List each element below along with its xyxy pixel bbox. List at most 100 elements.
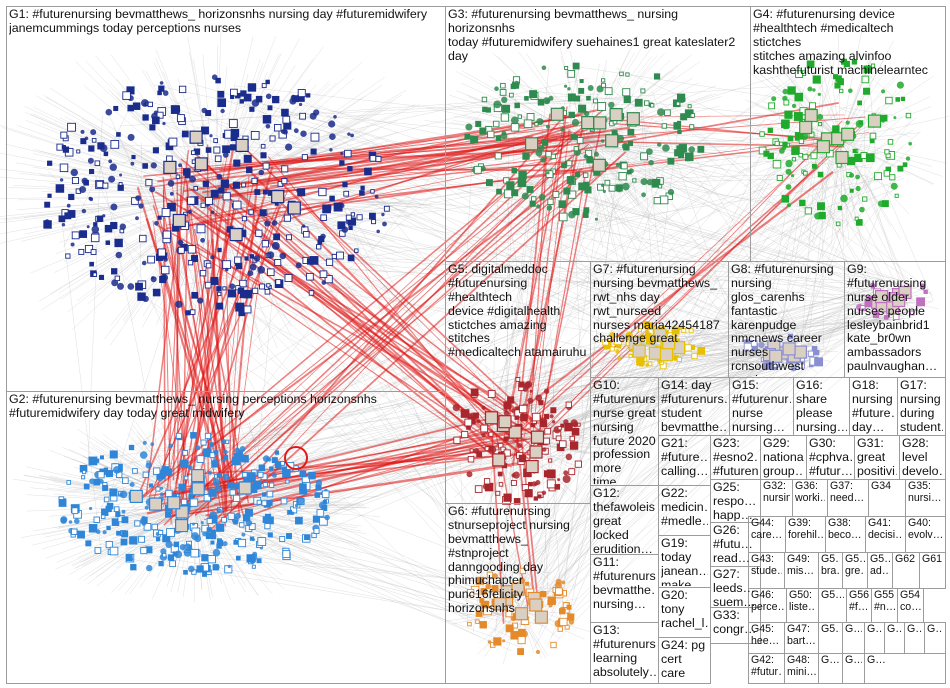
edge <box>340 196 487 612</box>
g1-node <box>150 162 157 169</box>
edge <box>787 340 829 352</box>
g4-node <box>852 148 857 154</box>
g5-node <box>544 427 552 435</box>
g3-node <box>538 144 545 152</box>
g2-node <box>58 499 67 507</box>
strong-edge <box>176 237 512 468</box>
edge <box>335 186 899 304</box>
group-label-g21: G21: #future… calling… <box>661 437 708 478</box>
strong-edge <box>202 160 524 449</box>
edge <box>459 452 468 622</box>
g2-node <box>211 534 217 540</box>
g1-node <box>280 129 286 135</box>
g2-node <box>94 547 102 554</box>
g6-hub-node <box>534 610 549 624</box>
g6-node <box>475 619 480 624</box>
g3-node <box>526 113 535 121</box>
g7-node <box>646 337 654 345</box>
g5-node <box>480 424 489 433</box>
g1-node <box>222 192 231 201</box>
g1-node <box>135 195 142 202</box>
g2-node <box>60 516 68 524</box>
g1-node <box>313 109 320 116</box>
g9-node <box>920 283 926 289</box>
g2-node <box>282 550 291 559</box>
g1-node <box>175 174 181 179</box>
g1-node <box>117 282 124 290</box>
g9-node <box>883 315 889 320</box>
g2-node <box>165 540 173 549</box>
g1-node <box>43 220 52 229</box>
g4-hub-node <box>799 120 813 135</box>
edge <box>155 58 216 196</box>
g4-node <box>784 110 793 119</box>
edge <box>807 139 841 232</box>
g3-node <box>547 198 554 205</box>
g2-node <box>314 492 321 498</box>
g1-node <box>347 166 353 172</box>
g1-node <box>329 148 333 152</box>
group-label-g9: G9: #futurenursing nurse older nurses pe… <box>847 263 938 374</box>
g1-node <box>115 251 123 259</box>
g2-node <box>229 489 236 496</box>
g5-node <box>481 432 486 438</box>
g3-node <box>597 102 607 111</box>
g1-node <box>224 179 229 184</box>
g7-node <box>609 346 615 352</box>
g7-node <box>676 356 682 363</box>
g1-node <box>205 110 212 117</box>
edge <box>498 464 509 499</box>
g1-node <box>262 115 272 124</box>
g4-node <box>848 88 853 94</box>
group-boxes-layer <box>6 6 946 684</box>
g1-node <box>243 154 252 163</box>
group-label-g68: G… <box>867 655 886 666</box>
g2-node <box>202 571 208 577</box>
g8-node <box>798 361 805 369</box>
g1-node <box>91 138 97 143</box>
strong-edge <box>214 212 241 519</box>
g4-node <box>908 141 912 146</box>
g3-node <box>675 101 681 106</box>
g2-node <box>200 521 204 525</box>
g3-node <box>485 179 493 187</box>
g2-node <box>190 548 199 558</box>
edge <box>640 105 659 359</box>
g3-hub-node <box>626 112 640 126</box>
g1-node <box>271 220 278 226</box>
g2-node <box>113 466 121 474</box>
edge <box>194 504 260 597</box>
g2-node <box>183 549 192 557</box>
g2-node <box>256 499 262 505</box>
g5-node <box>557 426 562 431</box>
edge <box>831 223 864 303</box>
strong-edge <box>250 172 511 437</box>
group-label-g60: G… <box>867 624 882 635</box>
g1-node <box>241 182 247 188</box>
g3-node <box>676 120 682 126</box>
g6-node <box>493 637 502 646</box>
g3-node <box>667 188 675 196</box>
g2-node <box>175 432 182 439</box>
edge <box>477 114 769 419</box>
g1-node <box>201 126 209 135</box>
g5-node <box>539 417 547 425</box>
g4-node <box>849 172 855 178</box>
g2-node <box>321 505 328 511</box>
g3-node <box>575 172 581 178</box>
g1-node <box>76 149 81 154</box>
g6-node <box>525 581 530 586</box>
g1-node <box>70 242 75 247</box>
group-label-g52: G5… gre… <box>845 554 865 577</box>
edge <box>491 153 823 399</box>
g4-node <box>874 172 882 181</box>
g7-hub-node <box>653 328 667 342</box>
edge <box>584 77 694 141</box>
g1-node <box>60 131 68 139</box>
g1-node <box>264 220 271 227</box>
g5-node <box>544 470 550 476</box>
g2-node <box>105 540 113 549</box>
g5-node <box>537 494 542 499</box>
g5-node <box>469 412 477 421</box>
g1-node <box>162 90 169 96</box>
